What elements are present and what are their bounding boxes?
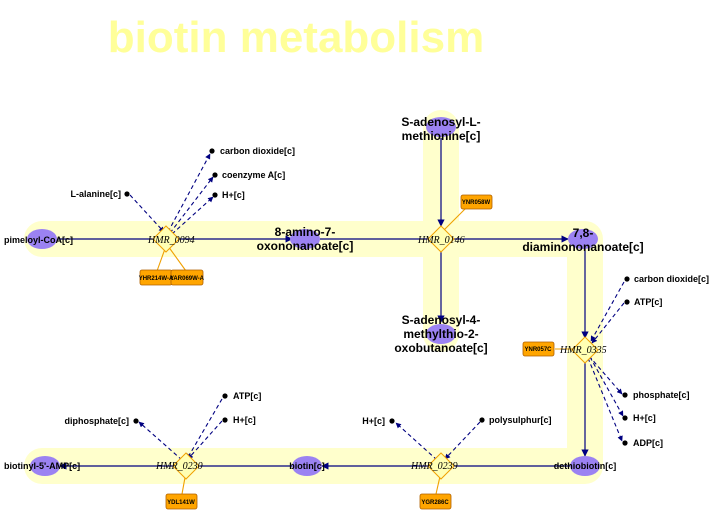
label-diamino-l1: 7,8- bbox=[573, 226, 594, 240]
gene-label-yar069w: YAR069W-A bbox=[170, 276, 205, 282]
label-carbon-dioxide-2: carbon dioxide[c] bbox=[634, 274, 709, 284]
side-compound-arrows bbox=[129, 153, 625, 461]
label-atp-2: ATP[c] bbox=[233, 391, 261, 401]
label-phosphate: phosphate[c] bbox=[633, 390, 690, 400]
label-coenzyme-a: coenzyme A[c] bbox=[222, 170, 285, 180]
reaction-label-hmr-0146: HMR_0146 bbox=[417, 235, 465, 246]
node-diaminononanoate[interactable] bbox=[568, 229, 598, 249]
label-diphosphate: diphosphate[c] bbox=[65, 416, 130, 426]
gene-box-ydl141w[interactable] bbox=[165, 493, 198, 510]
label-amino-oxononanoate-l1: 8-amino-7- bbox=[275, 225, 336, 239]
reaction-hmr-0230[interactable] bbox=[172, 452, 200, 480]
label-h-4: H+[c] bbox=[233, 415, 256, 425]
reaction-label-hmr-0230: HMR_0230 bbox=[155, 461, 203, 472]
reaction-label-hmr-0335: HMR_0335 bbox=[559, 345, 607, 356]
label-dethiobiotin: dethiobiotin[c] bbox=[554, 461, 617, 471]
metabolite-nodes bbox=[27, 117, 600, 476]
label-amino-oxononanoate-l2: oxononanoate[c] bbox=[257, 239, 354, 253]
label-l-alanine: L-alanine[c] bbox=[70, 189, 121, 199]
label-pimeloyl-coa: pimeloyl-CoA[c] bbox=[4, 235, 73, 245]
node-pimeloyl-coa[interactable] bbox=[27, 229, 57, 249]
label-atp-1: ATP[c] bbox=[634, 297, 662, 307]
gene-box-ygr286c[interactable] bbox=[419, 493, 452, 510]
label-biotin: biotin[c] bbox=[289, 461, 325, 471]
node-samob[interactable] bbox=[426, 324, 456, 344]
label-adp: ADP[c] bbox=[633, 438, 663, 448]
label-carbon-dioxide-1: carbon dioxide[c] bbox=[220, 146, 295, 156]
label-h-2: H+[c] bbox=[633, 413, 656, 423]
main-pathway-arrows bbox=[58, 138, 589, 470]
label-diamino-l2: diaminononanoate[c] bbox=[522, 240, 643, 254]
gene-box-yar069w[interactable] bbox=[170, 269, 204, 286]
reaction-label-hmr-0239: HMR_0239 bbox=[410, 461, 458, 472]
reaction-hmr-0335[interactable] bbox=[571, 336, 599, 364]
gene-boxes bbox=[139, 194, 555, 510]
label-h-3: H+[c] bbox=[362, 416, 385, 426]
gene-box-ynr058w[interactable] bbox=[460, 194, 493, 210]
node-dethiobiotin[interactable] bbox=[570, 456, 600, 476]
side-compound-dots bbox=[124, 148, 630, 446]
label-samob-l2: methylthio-2- bbox=[403, 327, 478, 341]
node-biotin[interactable] bbox=[292, 456, 322, 476]
label-samob-l1: S-adenosyl-4- bbox=[402, 313, 481, 327]
node-sam[interactable] bbox=[426, 117, 456, 137]
label-samob-l3: oxobutanoate[c] bbox=[394, 341, 487, 355]
gene-label-ygr286c: YGR286C bbox=[421, 500, 449, 506]
node-amino-oxononanoate[interactable] bbox=[290, 229, 320, 249]
reaction-hmr-0239[interactable] bbox=[427, 452, 455, 480]
label-sam-l1: S-adenosyl-L- bbox=[401, 115, 480, 129]
label-h-1: H+[c] bbox=[222, 190, 245, 200]
gene-label-ydl141w: YDL141W bbox=[167, 500, 195, 506]
diagram-title: biotin metabolism bbox=[108, 13, 484, 62]
node-biotinyl-amp[interactable] bbox=[30, 456, 60, 476]
label-polysulphur: polysulphur[c] bbox=[489, 415, 552, 425]
label-sam-l2: methionine[c] bbox=[402, 129, 481, 143]
reaction-label-hmr-0094: HMR_0094 bbox=[147, 235, 195, 246]
reaction-hmr-0146[interactable] bbox=[427, 225, 455, 253]
gene-label-ynr057c: YNR057C bbox=[524, 347, 552, 353]
gene-label-ynr058w: YNR058W bbox=[462, 200, 491, 206]
reaction-nodes bbox=[152, 225, 599, 480]
gene-label-yhr214w: YHR214W-A bbox=[139, 276, 174, 282]
gene-box-ynr057c[interactable] bbox=[522, 341, 555, 357]
reaction-hmr-0094[interactable] bbox=[152, 225, 180, 253]
label-biotinyl-amp: biotinyl-5'-AMP[c] bbox=[4, 461, 80, 471]
